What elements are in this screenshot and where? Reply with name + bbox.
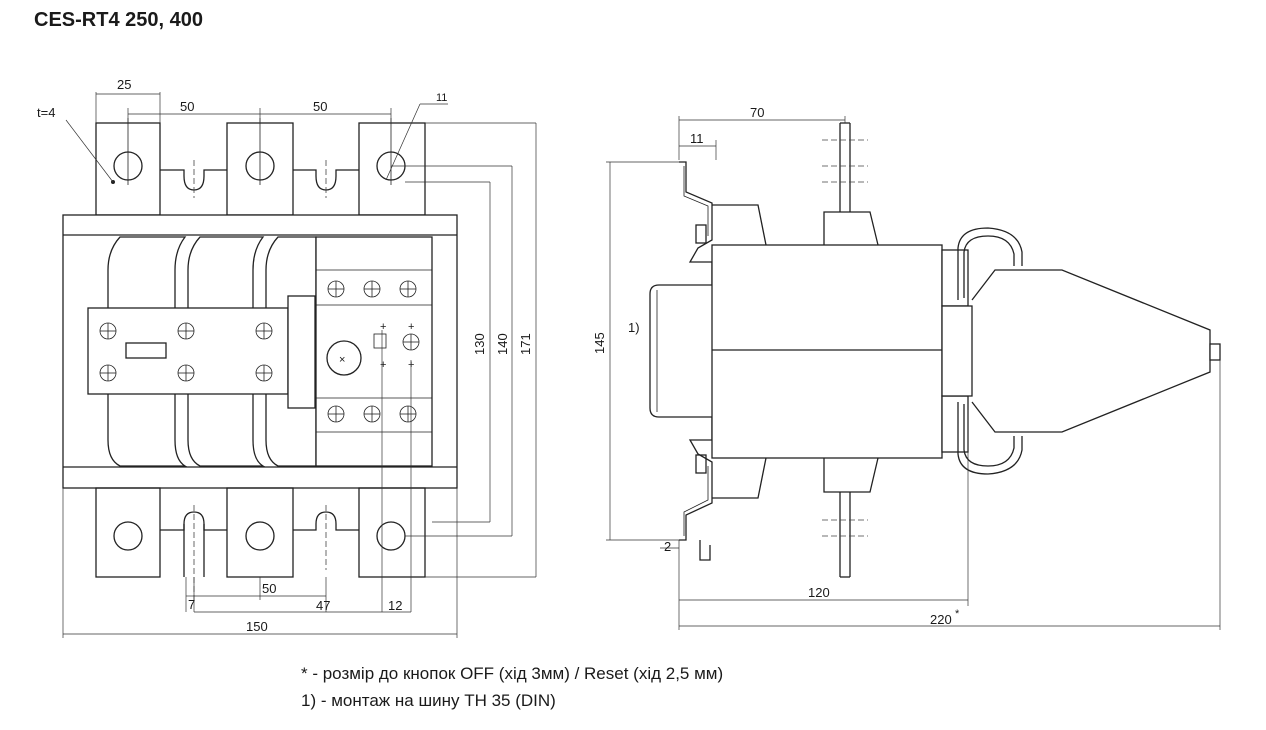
terminal-plate-bottom-right [358, 487, 426, 578]
footnote-din: 1) - монтаж на шину TH 35 (DIN) [301, 691, 556, 710]
terminal-hole [113, 521, 143, 551]
dim-11-top: 11 [436, 92, 447, 104]
reset-button [373, 333, 387, 349]
terminal-hole [376, 521, 406, 551]
terminal-screw-row-bottom [327, 405, 417, 423]
dim-220-asterisk: * [955, 608, 960, 620]
side-body [711, 244, 943, 459]
dim-7: 7 [188, 597, 195, 612]
terminal-screw-row-top [327, 280, 417, 298]
din-clip-profile [649, 161, 713, 541]
svg-text:×: × [339, 354, 345, 366]
terminal-plate-bottom-left [95, 487, 161, 578]
dim-50-left: 50 [180, 99, 194, 114]
side-dimension-lines [606, 116, 1221, 630]
dim-25: 25 [117, 77, 131, 92]
front-view: × + + + + [37, 77, 537, 638]
terminal-hole [245, 521, 275, 551]
dim-12: 12 [388, 598, 402, 613]
dim-47: 47 [316, 598, 330, 613]
svg-text:+: + [408, 321, 414, 333]
terminal-plate-top-right [358, 122, 426, 216]
dim-220: 220 [930, 612, 952, 627]
front-dimension-lines [62, 92, 537, 638]
dim-50-bottom: 50 [262, 581, 276, 596]
dim-140: 140 [495, 333, 510, 355]
side-view: 70 11 145 1) 2 120 220 * [592, 105, 1221, 630]
svg-text:+: + [380, 359, 386, 371]
dim-150: 150 [246, 619, 268, 634]
label-window [125, 342, 167, 359]
footnote-star: * - розмір до кнопок OFF (хід 3мм) / Res… [301, 664, 724, 683]
dim-thickness: t=4 [37, 105, 55, 120]
dim-171: 171 [518, 333, 533, 355]
dim-2: 2 [664, 539, 671, 554]
dim-70: 70 [750, 105, 764, 120]
footnotes: * - розмір до кнопок OFF (хід 3мм) / Res… [301, 660, 723, 714]
din-rail-note-ref: 1) [628, 320, 640, 335]
dim-145: 145 [592, 332, 607, 354]
current-adjust-dial [326, 340, 362, 376]
dim-50-right: 50 [313, 99, 327, 114]
page-title: CES-RT4 250, 400 [34, 9, 203, 31]
dim-11: 11 [690, 131, 704, 146]
dim-130: 130 [472, 333, 487, 355]
side-cap [971, 269, 1211, 433]
bar-screws [99, 322, 273, 382]
svg-text:+: + [380, 321, 386, 333]
dim-120: 120 [808, 585, 830, 600]
terminal-plate-bottom-mid [226, 487, 294, 578]
